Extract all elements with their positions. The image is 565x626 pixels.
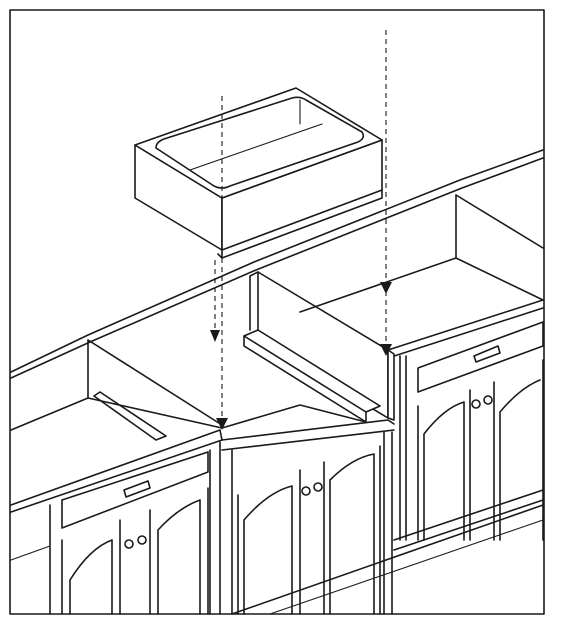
- left-knob-1: [124, 539, 134, 549]
- farmhouse-sink: [134, 87, 383, 259]
- sink-cabinet: [221, 271, 395, 615]
- placement-guide-right: [380, 30, 392, 356]
- floor-lines: [231, 504, 544, 615]
- middle-knob-2: [313, 482, 323, 492]
- back-wall-edge: [10, 149, 544, 379]
- middle-knob-1: [301, 486, 311, 496]
- right-drawer-handle: [473, 345, 501, 363]
- left-drawer-handle: [123, 480, 151, 498]
- right-knob-1: [471, 399, 481, 409]
- right-cabinet: [299, 194, 544, 551]
- left-knob-2: [137, 535, 147, 545]
- right-knob-2: [483, 395, 493, 405]
- figure-frame: [9, 9, 545, 615]
- placement-guide-left: [210, 96, 228, 430]
- left-cabinet: [10, 339, 223, 615]
